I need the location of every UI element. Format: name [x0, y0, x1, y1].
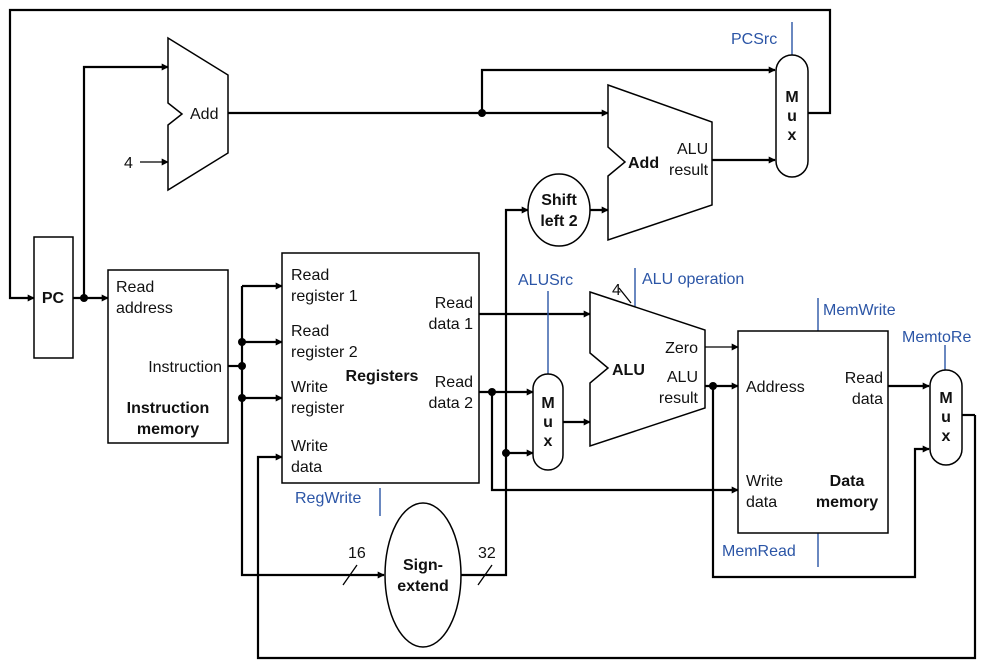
mux-alusrc — [532, 373, 564, 471]
regs-rd2-b: data 2 — [429, 395, 474, 412]
wire-pc4-to-pcsrc-mux — [480, 66, 776, 113]
imem-title-2: memory — [137, 421, 199, 438]
signext-label-1: Sign- — [403, 557, 443, 574]
data-memory — [737, 330, 889, 534]
imem-read-label-1: Read — [116, 279, 154, 296]
dmem-address-label: Address — [746, 379, 805, 396]
mux-pcsrc-u: u — [787, 108, 797, 125]
wire-signext-to-mux — [461, 449, 534, 577]
control-regwrite: RegWrite — [295, 490, 361, 507]
junction-signext — [502, 449, 510, 457]
mux-memtoreg — [929, 369, 963, 466]
pc-adder — [167, 36, 229, 192]
mux-alusrc-m: M — [541, 395, 554, 412]
control-alu-operation: ALU operation — [642, 271, 744, 288]
instruction-memory — [107, 269, 229, 444]
dmem-rd-a: Read — [845, 370, 883, 387]
junction-instr-1 — [238, 338, 246, 346]
bus-slash-aluop — [618, 287, 632, 304]
pc-label: PC — [42, 290, 65, 307]
alu-result-1: ALU — [667, 369, 698, 386]
wire-mux-to-pc — [8, 8, 832, 302]
wire-instruction-bus — [240, 286, 385, 579]
alu-label: ALU — [612, 362, 645, 379]
junction-pc4 — [478, 109, 486, 117]
bus-slash-16 — [342, 564, 358, 586]
branch-adder-result-2: result — [669, 162, 709, 179]
dmem-title-1: Data — [830, 473, 865, 490]
regs-rr1-a: Read — [291, 267, 329, 284]
signext-in-width: 16 — [348, 545, 366, 562]
branch-adder-result-1: ALU — [677, 141, 708, 158]
control-memtoreg: MemtoRe — [902, 329, 971, 346]
wire-read-data-2-to-dmem — [490, 392, 739, 494]
regs-rd1-b: data 1 — [429, 316, 474, 333]
junction-pc — [80, 294, 88, 302]
regs-rr2-a: Read — [291, 323, 329, 340]
mux-memtoreg-u: u — [941, 409, 951, 426]
alu-op-width: 4 — [612, 282, 621, 299]
wire-signext-to-shift — [504, 206, 529, 453]
signext-label-2: extend — [397, 578, 449, 595]
regs-wd-a: Write — [291, 438, 328, 455]
mux-alusrc-x: x — [544, 433, 553, 450]
pc-register — [33, 236, 74, 359]
shift-label-1: Shift — [541, 192, 577, 209]
junction-instr-3 — [238, 394, 246, 402]
wires — [8, 8, 977, 660]
mux-pcsrc — [775, 54, 809, 178]
branch-adder — [607, 83, 713, 242]
bus-slash-32 — [477, 564, 493, 586]
wire-pc-to-adder — [82, 63, 169, 298]
control-memwrite: MemWrite — [823, 302, 896, 319]
mux-alusrc-u: u — [543, 414, 553, 431]
regs-wr-a: Write — [291, 379, 328, 396]
regs-rr1-b: register 1 — [291, 288, 358, 305]
branch-adder-label: Add — [628, 155, 659, 172]
wire-alu-bypass-to-mux — [711, 386, 930, 579]
junction-instr-2 — [238, 362, 246, 370]
imem-read-label-2: address — [116, 300, 173, 317]
regs-wr-b: register — [291, 400, 345, 417]
regs-title: Registers — [346, 368, 419, 385]
imem-instruction-label: Instruction — [148, 359, 222, 376]
mux-memtoreg-x: x — [942, 428, 951, 445]
control-alusrc: ALUSrc — [518, 272, 573, 289]
mux-pcsrc-m: M — [785, 89, 798, 106]
shift-label-2: left 2 — [540, 213, 577, 230]
signext-out-width: 32 — [478, 545, 496, 562]
imem-title-1: Instruction — [127, 400, 210, 417]
control-lines — [379, 22, 946, 567]
alu-zero-label: Zero — [665, 340, 698, 357]
junction-alu-result — [709, 382, 717, 390]
register-file — [281, 252, 480, 484]
dmem-title-2: memory — [816, 494, 878, 511]
regs-rd1-a: Read — [435, 295, 473, 312]
shift-left-2 — [527, 173, 591, 247]
junction-rd2 — [488, 388, 496, 396]
dmem-wd-a: Write — [746, 473, 783, 490]
alu-result-2: result — [659, 390, 699, 407]
junctions — [80, 109, 717, 457]
regs-rr2-b: register 2 — [291, 344, 358, 361]
pc-adder-label: Add — [190, 106, 218, 123]
dmem-wd-b: data — [746, 494, 777, 511]
alu — [589, 290, 706, 448]
mux-memtoreg-m: M — [939, 390, 952, 407]
control-memread: MemRead — [722, 543, 796, 560]
regs-wd-b: data — [291, 459, 322, 476]
dmem-rd-b: data — [852, 391, 883, 408]
sign-extend — [384, 502, 462, 648]
const-4-label: 4 — [124, 155, 133, 172]
wire-writeback-to-regs — [256, 415, 977, 660]
regs-rd2-a: Read — [435, 374, 473, 391]
mux-pcsrc-x: x — [788, 127, 797, 144]
control-pcsrc: PCSrc — [731, 31, 777, 48]
